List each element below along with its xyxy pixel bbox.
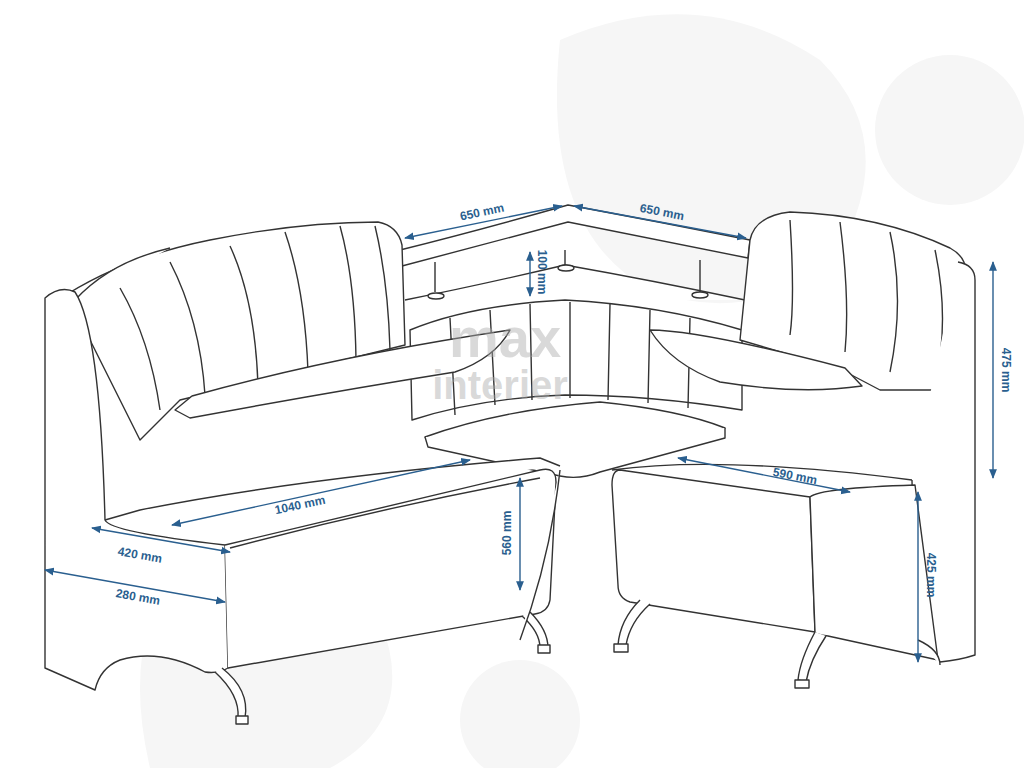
watermark-shapes	[140, 14, 1024, 768]
dimension-label: 560 mm	[501, 511, 513, 556]
bench-lines	[45, 205, 975, 724]
watermark-text: max	[449, 310, 561, 366]
dimension-label: 100 mm	[536, 250, 548, 295]
dimension-arrows	[45, 206, 993, 662]
watermark-text: interier	[432, 365, 568, 405]
dimension-label: 425 mm	[925, 553, 937, 598]
dimension-label: 475 mm	[1000, 348, 1012, 393]
